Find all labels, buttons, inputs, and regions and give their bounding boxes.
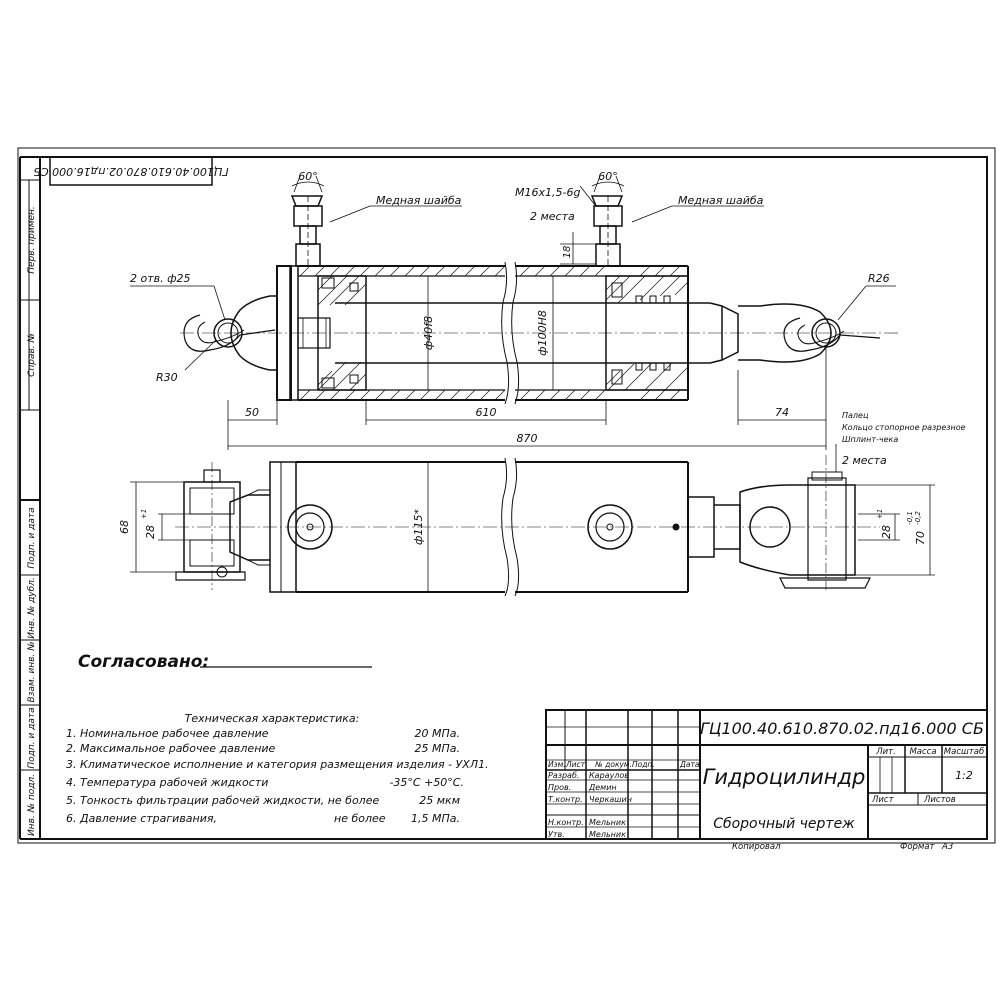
dim-50: 50 xyxy=(245,406,259,419)
dim-18: 18 xyxy=(562,246,573,259)
technical-specs: Техническая характеристика: 1. Номинальн… xyxy=(66,712,489,825)
angle-label-left: 60° xyxy=(298,170,318,183)
drawing-annotations: 60° 60° Медная шайба Медная шайба M16x1,… xyxy=(118,170,966,545)
designation-rotated: ГЦ100.40.610.870.02.пд16.000 СБ xyxy=(33,165,228,178)
dim-610: 610 xyxy=(476,406,497,419)
side-stamp-label: Подп. и дата xyxy=(27,707,37,768)
dim-d40: ф40f8 xyxy=(422,316,435,350)
specs-title: Техническая характеристика: xyxy=(185,712,360,725)
side-stamp: Перв. примен. Справ. № Подп. и дата Инв.… xyxy=(27,206,37,836)
radius-r26: R26 xyxy=(868,272,890,285)
dim-870: 870 xyxy=(517,432,538,445)
dim-28-right: 28 xyxy=(880,525,893,539)
parts-note: Палец xyxy=(842,411,869,420)
header-col: Дата xyxy=(679,760,700,769)
cylinder-plan-view xyxy=(175,455,880,597)
spec-item-label: 1. Номинальное рабочее давление xyxy=(66,727,269,740)
holes-label: 2 отв. ф25 xyxy=(130,272,191,285)
dim-28-left-tol: +1 xyxy=(140,509,148,519)
spec-item-label: 3. Климатическое исполнение и категория … xyxy=(66,758,489,771)
spec-item-value: 20 МПа. xyxy=(415,727,461,740)
dim-28-right-tol: +1 xyxy=(876,509,884,519)
document-type: Сборочный чертеж xyxy=(713,816,855,832)
role-name: Мельник xyxy=(589,830,626,839)
side-stamp-label: Инв. № подл. xyxy=(27,774,37,836)
sheet-label: Лист xyxy=(871,795,895,805)
spec-item-value: 1,5 МПа. xyxy=(411,812,460,825)
spec-item-mid: не более xyxy=(334,812,386,825)
dim-70: 70 xyxy=(914,531,927,545)
header-col: Лист xyxy=(565,760,586,769)
washer-label-left: Медная шайба xyxy=(376,194,462,207)
radius-r30: R30 xyxy=(156,371,178,384)
format-label: Формат xyxy=(900,842,936,852)
dim-70-tol-low: -0,2 xyxy=(914,511,922,525)
dim-28-left: 28 xyxy=(144,525,157,539)
dim-70-tol-up: -0,1 xyxy=(906,511,914,525)
role-name: Мельник xyxy=(589,818,626,827)
angle-label-right: 60° xyxy=(598,170,618,183)
role-name: Демин xyxy=(588,783,617,792)
spec-item-label: 5. Тонкость фильтрации рабочей жидкости,… xyxy=(66,794,379,807)
spec-item-label: 4. Температура рабочей жидкости xyxy=(66,776,268,789)
dim-68: 68 xyxy=(118,520,131,534)
role-label: Разраб. xyxy=(548,771,579,780)
side-stamp-label: Подп. и дата xyxy=(27,507,37,568)
side-stamp-label: Инв. № дубл. xyxy=(27,577,37,639)
dimension-lines-top xyxy=(130,175,896,450)
role-name: Караулов xyxy=(589,771,629,780)
sheets-label: Листов xyxy=(923,795,956,805)
role-label: Утв. xyxy=(548,830,565,839)
header-col: Подп. xyxy=(632,760,655,769)
title-block xyxy=(545,709,988,840)
header-col: № докум. xyxy=(594,760,632,769)
role-label: Пров. xyxy=(548,783,571,792)
parts-note: Кольцо стопорное разрезное xyxy=(842,423,966,432)
spec-item-label: 2. Максимальное рабочее давление xyxy=(66,742,276,755)
sheet-frame xyxy=(17,147,996,844)
parts-note: Шплинт-чека xyxy=(842,435,898,444)
side-stamp-label: Перв. примен. xyxy=(27,206,37,274)
side-stamp-label: Справ. № xyxy=(27,333,37,377)
dim-d100: ф100H8 xyxy=(536,310,549,356)
mass-label: Масса xyxy=(909,747,936,757)
role-label: Т.контр. xyxy=(548,795,583,804)
dimension-lines-bottom xyxy=(130,444,935,592)
document-designation: ГЦ100.40.610.870.02.пд16.000 СБ xyxy=(700,719,984,738)
washer-label-right: Медная шайба xyxy=(678,194,764,207)
spec-item-value: 25 мкм xyxy=(419,794,460,807)
spec-item-value: -35°С +50°С. xyxy=(389,776,464,789)
approval-label: Согласовано: xyxy=(78,652,209,672)
lit-label: Лит. xyxy=(875,747,896,757)
thread-count-label: 2 места xyxy=(530,210,575,223)
spec-item-value: 25 МПа. xyxy=(415,742,461,755)
dim-115: ф115* xyxy=(412,509,425,545)
role-name: Черкашин xyxy=(589,795,632,804)
scale-label: Масштаб xyxy=(944,747,984,757)
side-stamp-label: Взам. инв. № xyxy=(27,641,37,702)
product-name: Гидроцилиндр xyxy=(703,765,866,789)
format-value: А3 xyxy=(941,842,953,852)
title-block-text: ГЦ100.40.610.870.02.пд16.000 СБ Гидроцил… xyxy=(548,719,984,852)
dim-74: 74 xyxy=(775,406,789,419)
scale-value: 1:2 xyxy=(955,769,973,782)
spec-item-label: 6. Давление страгивания, xyxy=(66,812,217,825)
copied-label: Копировал xyxy=(732,842,781,852)
header-col: Изм. xyxy=(548,760,566,769)
role-label: Н.контр. xyxy=(548,818,584,827)
cylinder-section-view xyxy=(180,195,900,405)
thread-label: M16x1,5-6g xyxy=(515,186,580,199)
parts-count: 2 места xyxy=(842,454,887,467)
